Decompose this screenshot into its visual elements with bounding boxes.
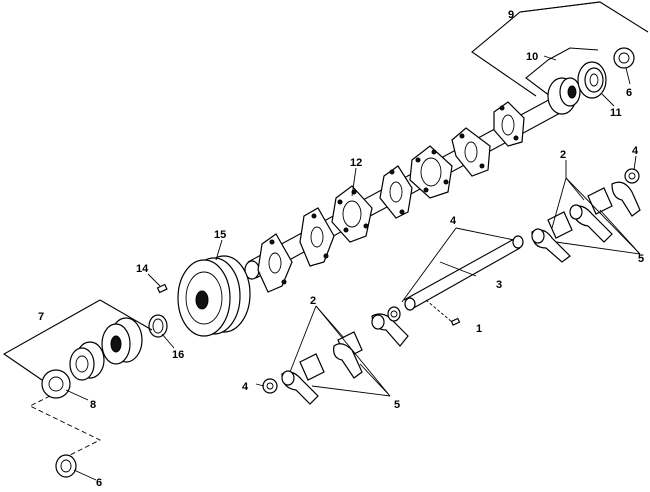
callout-1: 1 bbox=[476, 323, 482, 335]
callout-14: 14 bbox=[136, 263, 149, 275]
callout-9: 9 bbox=[508, 9, 514, 21]
snap-ring-16 bbox=[148, 314, 168, 338]
rod-3 bbox=[403, 235, 524, 311]
pin-1 bbox=[425, 299, 461, 326]
callout-5-lower: 5 bbox=[394, 399, 400, 411]
callout-12: 12 bbox=[350, 157, 362, 169]
callout-4-rod: 4 bbox=[450, 215, 457, 227]
callout-7: 7 bbox=[38, 311, 44, 323]
washer-4-upper-right bbox=[624, 168, 640, 184]
callout-8: 8 bbox=[90, 399, 96, 411]
bearing-left bbox=[69, 341, 105, 381]
arm-set-upper bbox=[531, 181, 641, 263]
shaft-flange-4 bbox=[379, 165, 413, 219]
callout-2-lower: 2 bbox=[310, 295, 316, 307]
callout-6-bottom: 6 bbox=[96, 477, 102, 489]
shaft-flange-1 bbox=[257, 233, 293, 293]
bearing-11 bbox=[577, 61, 607, 99]
key-14 bbox=[156, 283, 168, 294]
callout-15: 15 bbox=[214, 229, 226, 241]
callout-4-lower-left: 4 bbox=[242, 381, 249, 393]
washer-4-lower-left bbox=[262, 378, 278, 394]
callout-4-upper-right: 4 bbox=[632, 145, 639, 157]
bearing-housing-10 bbox=[547, 77, 581, 115]
callout-5-upper: 5 bbox=[638, 253, 644, 265]
group-bracket-9 bbox=[471, 1, 649, 97]
shaft-flange-7 bbox=[493, 101, 525, 147]
shaft-flange-5 bbox=[409, 145, 453, 199]
leader-lines bbox=[65, 55, 641, 481]
callout-6-top: 6 bbox=[626, 87, 632, 99]
callout-10: 10 bbox=[526, 51, 538, 63]
shaft-flange-3 bbox=[331, 185, 373, 243]
snap-ring-6-top bbox=[613, 47, 635, 69]
shaft-flange-2 bbox=[299, 207, 335, 267]
callout-16: 16 bbox=[172, 349, 184, 361]
snap-ring-6-bottom bbox=[55, 454, 77, 478]
pulley-15 bbox=[177, 255, 251, 337]
dashed-guide-left bbox=[28, 395, 102, 461]
callout-3: 3 bbox=[496, 279, 502, 291]
washer-4-rod bbox=[387, 306, 401, 322]
shaft-flange-6 bbox=[451, 127, 491, 177]
bearing-housing-left bbox=[101, 317, 143, 365]
group-bracket-10 bbox=[525, 47, 599, 97]
callout-11: 11 bbox=[610, 107, 622, 119]
arm-set-lower bbox=[281, 313, 409, 405]
callout-2-upper: 2 bbox=[560, 149, 566, 161]
group-bracket-7 bbox=[2, 299, 153, 381]
retainer-8 bbox=[41, 369, 71, 399]
